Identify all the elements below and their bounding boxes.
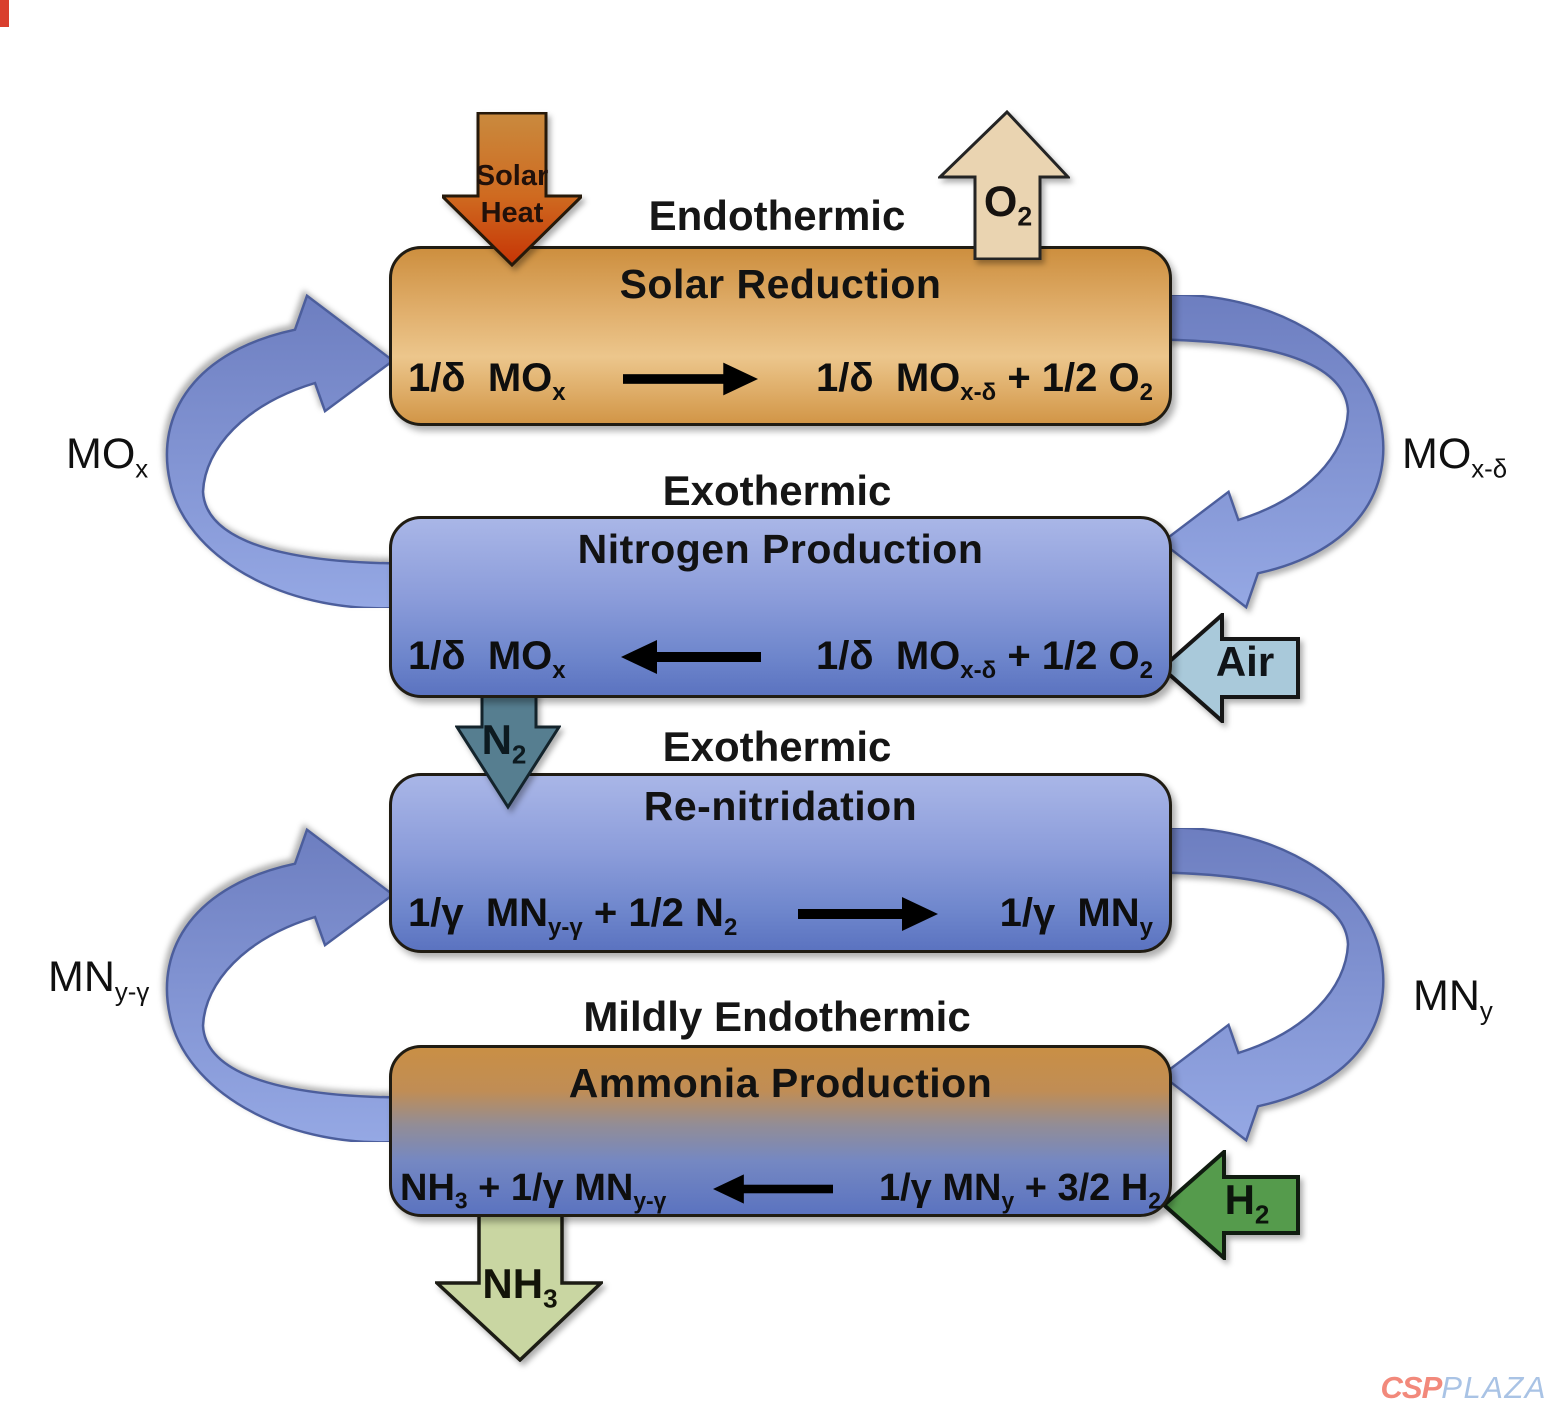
o2-arrow [938,110,1070,260]
mny-gamma-cycle-label: MNy-γ [48,953,150,1007]
h2-label: H2 [1224,1176,1270,1230]
watermark-brand: CSP [1380,1370,1443,1405]
equation-rhs: 1/δ MOx-δ + 1/2 O2 [816,634,1153,684]
cycle-arrow-mox-delta [1160,295,1385,610]
cycle-arrow-mny [1160,828,1385,1143]
h2-arrow [1162,1150,1300,1260]
screen-edge-artifact [0,0,9,27]
reaction-arrow-left-icon [620,639,761,674]
air-label: Air [1215,638,1275,685]
equation-rhs: 1/δ MOx-δ + 1/2 O2 [816,356,1153,406]
equation-lhs: 1/δ MOx [408,634,566,684]
equation-lhs: 1/γ MNy-γ + 1/2 N2 [408,891,738,941]
reaction-arrow-right-icon [798,896,939,931]
nh3-label: NH3 [482,1260,558,1314]
o2-label: O2 [983,178,1033,232]
nitrogen-production-title: Nitrogen Production [577,526,984,572]
cycle-arrow-mny-gamma [165,827,395,1142]
nitrogen-production-box: Nitrogen Production 1/δ MOx 1/δ MOx-δ + … [389,516,1172,698]
reaction-arrow-right-icon [623,362,759,395]
solar-reduction-box: Solar Reduction 1/δ MOx 1/δ MOx-δ + 1/2 … [389,246,1172,426]
watermark-suffix: PLAZA [1441,1370,1547,1405]
equation-lhs: NH3 + 1/γ MNy-γ [400,1167,667,1214]
reaction-arrow-left-icon [712,1173,833,1204]
air-arrow [1160,613,1300,723]
ammonia-production-equation: NH3 + 1/γ MNy-γ 1/γ MNy + 3/2 H2 [392,1167,1169,1214]
cycle-arrow-mox [165,293,395,608]
re-nitridation-title: Re-nitridation [643,783,918,829]
ammonia-production-title: Ammonia Production [568,1060,993,1106]
mox-cycle-label: MOx [66,430,149,484]
mny-cycle-label: MNy [1413,972,1493,1026]
equation-rhs: 1/γ MNy + 3/2 H2 [878,1167,1161,1214]
n2-label: N2 [481,716,527,770]
solar-reduction-equation: 1/δ MOx 1/δ MOx-δ + 1/2 O2 [392,356,1169,406]
exothermic-label-bottom: Exothermic [662,723,892,770]
mildly-endothermic-label: Mildly Endothermic [583,993,971,1040]
exothermic-label-top: Exothermic [662,467,892,514]
equation-rhs: 1/γ MNy [999,891,1153,941]
endothermic-label: Endothermic [648,192,906,239]
solar-heat-label: Solar Heat [475,160,549,230]
solar-heat-arrow [442,112,582,267]
nh3-arrow [435,1210,603,1362]
mox-delta-cycle-label: MOx-δ [1402,430,1508,484]
ammonia-production-box: Ammonia Production NH3 + 1/γ MNy-γ 1/γ M… [389,1045,1172,1217]
re-nitridation-equation: 1/γ MNy-γ + 1/2 N2 1/γ MNy [392,891,1169,941]
equation-lhs: 1/δ MOx [408,356,566,406]
nitrogen-production-equation: 1/δ MOx 1/δ MOx-δ + 1/2 O2 [392,634,1169,684]
solar-reduction-title: Solar Reduction [619,261,942,307]
re-nitridation-box: Re-nitridation 1/γ MNy-γ + 1/2 N2 1/γ MN… [389,773,1172,953]
